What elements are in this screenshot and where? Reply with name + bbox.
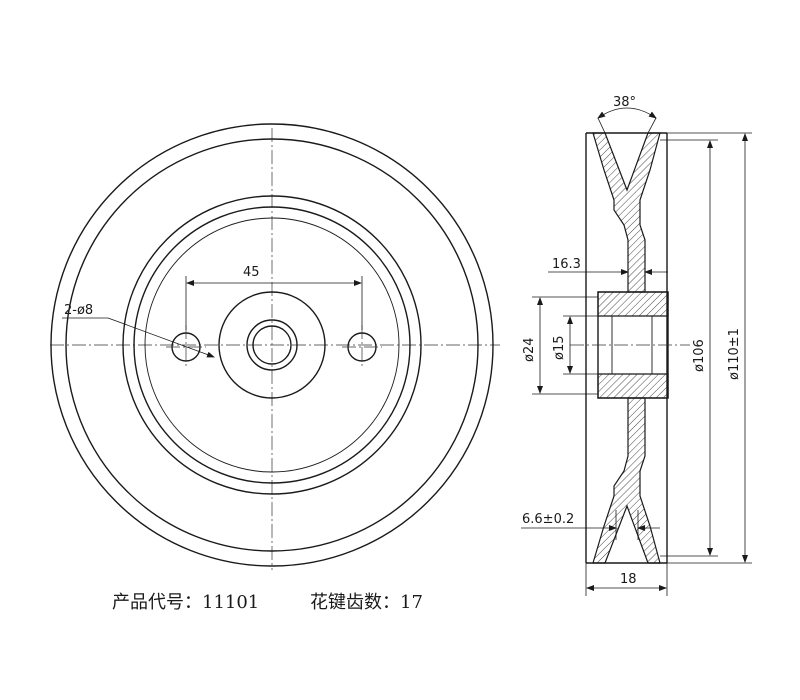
groove-outer-circle (122, 195, 422, 495)
dim-16-3-label: 16.3 (552, 257, 581, 272)
dim-106-label: ø106 (692, 339, 707, 372)
dim-38-label: 38° (613, 95, 636, 110)
product-code-caption: 产品代号：11101 (112, 592, 260, 613)
dim-6-6-label: 6.6±0.2 (522, 512, 574, 527)
hub-circle (218, 291, 326, 399)
dim-38-ext-right (647, 117, 657, 134)
dim-15-label: ø15 (552, 336, 567, 361)
dim-38-ext-left (597, 117, 606, 134)
holes-label: 2-ø8 (64, 303, 93, 318)
section-hub-top (597, 291, 669, 317)
spline-teeth-caption: 花键齿数：17 (310, 592, 423, 613)
bore-outer-circle (246, 319, 298, 371)
dim-110-label: ø110±1 (727, 328, 742, 380)
dim-24-label: ø24 (522, 338, 537, 363)
dim-45-label: 45 (243, 265, 260, 280)
bore-inner-circle (252, 325, 292, 365)
outer-rim-circle (50, 123, 494, 567)
section-lower-profile (592, 397, 661, 564)
holes-leader-line (107, 317, 215, 358)
section-upper-profile (592, 132, 661, 293)
groove-inner-circle (133, 206, 411, 484)
rim-inner-circle (65, 138, 479, 552)
section-view: 38° 16.3 ø24 ø15 ø106 ø110±1 6.6±0.2 (521, 95, 752, 596)
section-hub-bottom (597, 373, 669, 399)
front-view: 45 2-ø8 (50, 123, 500, 570)
web-circle (144, 217, 400, 473)
dim-38-arc (597, 107, 657, 119)
dim-18-label: 18 (620, 572, 637, 587)
